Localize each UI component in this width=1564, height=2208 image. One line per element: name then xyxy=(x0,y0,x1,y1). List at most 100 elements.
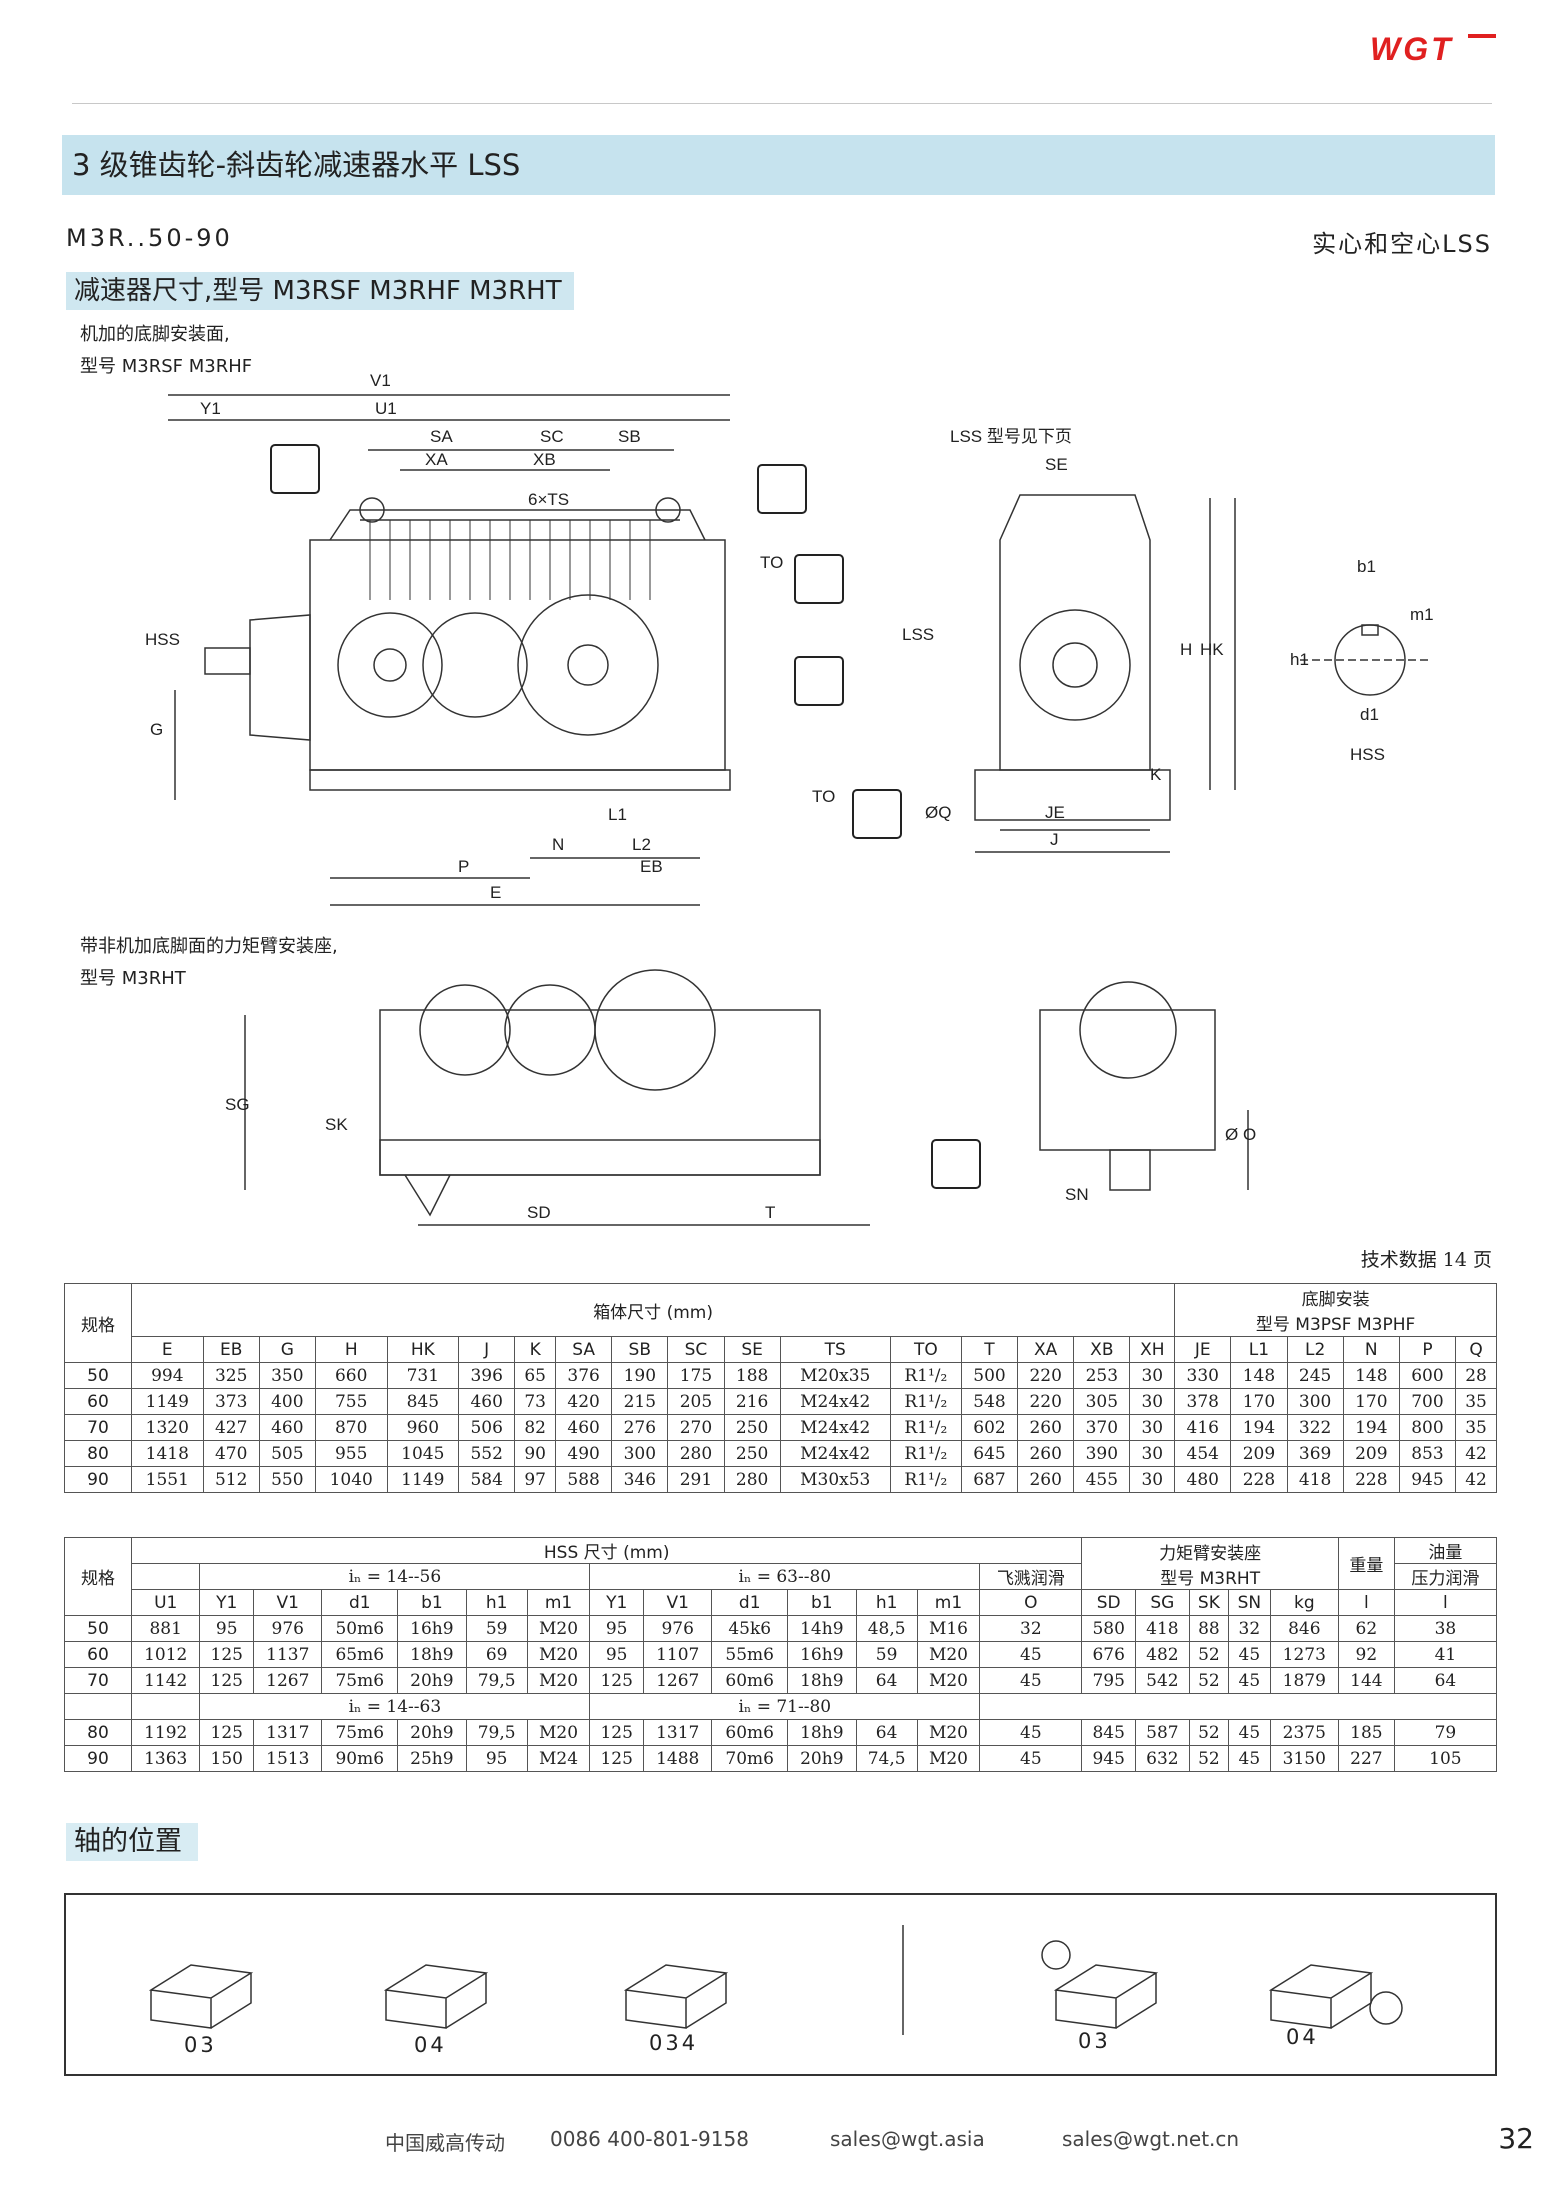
table-cell: M16 xyxy=(916,1615,981,1642)
column-header: XA xyxy=(1017,1336,1075,1363)
table-cell: R1¹/₂ xyxy=(889,1440,962,1467)
table-cell: 346 xyxy=(611,1466,669,1493)
table-cell: 390 xyxy=(1073,1440,1131,1467)
table-cell: 1267 xyxy=(253,1667,323,1694)
table-cell: 870 xyxy=(314,1414,388,1441)
table-cell: 79,5 xyxy=(465,1719,528,1746)
label-m1: m1 xyxy=(1410,605,1434,624)
row-size: 50 xyxy=(64,1362,132,1389)
shaft-type: 实心和空心LSS xyxy=(1312,230,1492,258)
label-EB: EB xyxy=(640,857,663,876)
table-cell: 976 xyxy=(253,1615,323,1642)
table-cell: 95 xyxy=(199,1615,255,1642)
column-header: L1 xyxy=(1230,1336,1288,1363)
table-cell: 228 xyxy=(1230,1466,1288,1493)
table-cell: 994 xyxy=(131,1362,204,1389)
table-cell: 59 xyxy=(855,1641,918,1668)
table-cell: 1149 xyxy=(386,1466,460,1493)
column-header: l xyxy=(1337,1589,1395,1616)
oil-level-icon xyxy=(794,656,844,706)
table-cell: 853 xyxy=(1398,1440,1457,1467)
table-cell: 170 xyxy=(1230,1388,1288,1415)
label-J: J xyxy=(1050,830,1059,849)
table-cell: 1488 xyxy=(643,1745,713,1772)
table-cell: 188 xyxy=(723,1362,781,1389)
table-cell: 45 xyxy=(979,1667,1083,1694)
table-cell: 125 xyxy=(199,1719,255,1746)
column-header: SN xyxy=(1228,1589,1271,1616)
table-cell: 955 xyxy=(314,1440,388,1467)
table-cell: 373 xyxy=(202,1388,260,1415)
oil-drain-icon-2 xyxy=(931,1139,981,1189)
table-cell: 194 xyxy=(1342,1414,1400,1441)
table-cell: 245 xyxy=(1286,1362,1344,1389)
table-cell: 580 xyxy=(1081,1615,1137,1642)
table-cell: 30 xyxy=(1129,1362,1176,1389)
table-cell: 418 xyxy=(1135,1615,1190,1642)
table-cell xyxy=(979,1693,1497,1720)
table-cell: 52 xyxy=(1188,1719,1230,1746)
footer-email-2[interactable]: sales@wgt.net.cn xyxy=(1062,2127,1240,2151)
table-cell: 28 xyxy=(1455,1362,1497,1389)
table-cell: 253 xyxy=(1073,1362,1131,1389)
table-cell: 45 xyxy=(1228,1667,1271,1694)
label-K: K xyxy=(1150,765,1162,784)
column-header: EB xyxy=(202,1336,260,1363)
table-cell: M20 xyxy=(526,1667,591,1694)
table-cell: 687 xyxy=(960,1466,1019,1493)
table-cell: 330 xyxy=(1174,1362,1232,1389)
table-cell: 45 xyxy=(979,1641,1083,1668)
footer-email-1[interactable]: sales@wgt.asia xyxy=(830,2127,985,2151)
table-cell: 455 xyxy=(1073,1466,1131,1493)
table-cell: 552 xyxy=(458,1440,516,1467)
table-cell: 2375 xyxy=(1269,1719,1339,1746)
table-cell: 632 xyxy=(1135,1745,1190,1772)
table-cell: 190 xyxy=(611,1362,669,1389)
table-cell: 20h9 xyxy=(397,1719,467,1746)
table-cell: 95 xyxy=(589,1641,645,1668)
shaft-pos-4: 03 xyxy=(1078,2029,1111,2053)
column-header: Y1 xyxy=(589,1589,645,1616)
label-TO-1: TO xyxy=(760,553,783,572)
label-HSS: HSS xyxy=(145,630,180,649)
label-G: G xyxy=(150,720,163,739)
table-cell: 945 xyxy=(1081,1745,1137,1772)
table-cell: 32 xyxy=(979,1615,1083,1642)
spec-header: 规格 xyxy=(64,1283,132,1363)
label-b1: b1 xyxy=(1357,557,1376,576)
table-cell: 220 xyxy=(1017,1388,1075,1415)
table-cell: 82 xyxy=(514,1414,557,1441)
table-cell: M20 xyxy=(526,1615,591,1642)
table-cell: 1551 xyxy=(131,1466,204,1493)
table-cell: 45k6 xyxy=(711,1615,789,1642)
label-SB: SB xyxy=(618,427,641,446)
column-header: P xyxy=(1398,1336,1457,1363)
table-cell: 185 xyxy=(1337,1719,1395,1746)
label-JE: JE xyxy=(1045,803,1065,822)
table-cell: 62 xyxy=(1337,1615,1395,1642)
table-cell: M20 xyxy=(526,1719,591,1746)
subtitle: 减速器尺寸,型号 M3RSF M3RHF M3RHT xyxy=(66,272,574,310)
row-size: 90 xyxy=(64,1745,132,1772)
svg-text:WGT: WGT xyxy=(1370,31,1454,66)
table-cell: 70m6 xyxy=(711,1745,789,1772)
column-header: l xyxy=(1393,1589,1498,1616)
column-header: SE xyxy=(723,1336,781,1363)
table-cell: 460 xyxy=(258,1414,316,1441)
shaft-pos-1: 03 xyxy=(184,2033,217,2057)
column-header: m1 xyxy=(526,1589,591,1616)
table-cell: 1317 xyxy=(643,1719,713,1746)
label-LSS: LSS xyxy=(902,625,934,644)
table-cell: 90m6 xyxy=(321,1745,399,1772)
table-cell: M20 xyxy=(916,1719,981,1746)
label-LSS-note: LSS 型号见下页 xyxy=(950,427,1072,446)
column-header: SA xyxy=(555,1336,613,1363)
table-cell: 52 xyxy=(1188,1641,1230,1668)
page-number: 32 xyxy=(1498,2122,1534,2155)
table-cell: 505 xyxy=(258,1440,316,1467)
column-header: h1 xyxy=(855,1589,918,1616)
table-cell: 220 xyxy=(1017,1362,1075,1389)
